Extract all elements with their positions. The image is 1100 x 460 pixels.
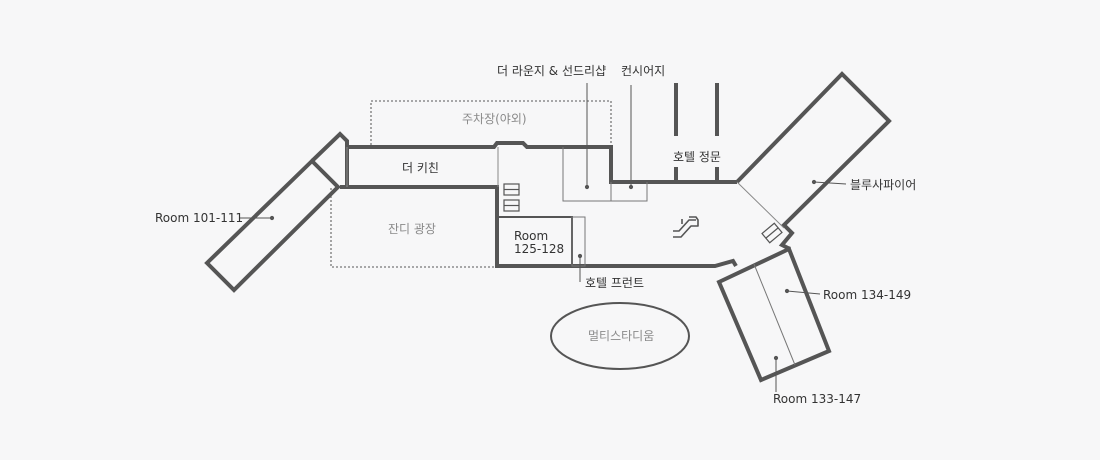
multi-stadium-ellipse <box>550 302 690 370</box>
label-main-entrance: 호텔 정문 <box>673 150 721 164</box>
wing-blue-sapphire <box>735 71 892 251</box>
wing-room-101-111 <box>204 158 341 293</box>
label-lawn-plaza: 잔디 광장 <box>388 222 436 236</box>
front-desk-counter <box>571 216 586 267</box>
label-room-133-147: Room 133-147 <box>773 392 862 406</box>
elevator-icon <box>761 222 783 244</box>
lounge-outline <box>562 147 648 202</box>
label-multi-stadium: 멀티스타디움 <box>588 329 655 343</box>
kitchen-bottom-wall <box>340 185 738 268</box>
label-room-125-128-line2: 125-128 <box>514 242 565 256</box>
label-blue-sapphire: 블루사파이어 <box>850 178 917 192</box>
label-room-125-128-line1: Room <box>514 229 549 243</box>
lawn-plaza-outline <box>330 188 497 268</box>
elevator-icon <box>503 183 520 212</box>
label-kitchen: 더 키친 <box>402 161 439 175</box>
label-front-desk: 호텔 프런트 <box>585 276 645 290</box>
label-room-134-149: Room 134-149 <box>823 288 912 302</box>
label-parking: 주차장(야외) <box>462 112 527 126</box>
main-building-wall <box>347 141 737 184</box>
label-concierge: 컨시어지 <box>621 64 666 78</box>
wing-room-133-149 <box>716 246 832 383</box>
parking-outline <box>370 100 612 147</box>
label-lounge-deli: 더 라운지 & 선드리샵 <box>497 64 607 78</box>
label-room-101-111: Room 101-111 <box>155 211 244 225</box>
escalator-icon <box>673 216 699 238</box>
